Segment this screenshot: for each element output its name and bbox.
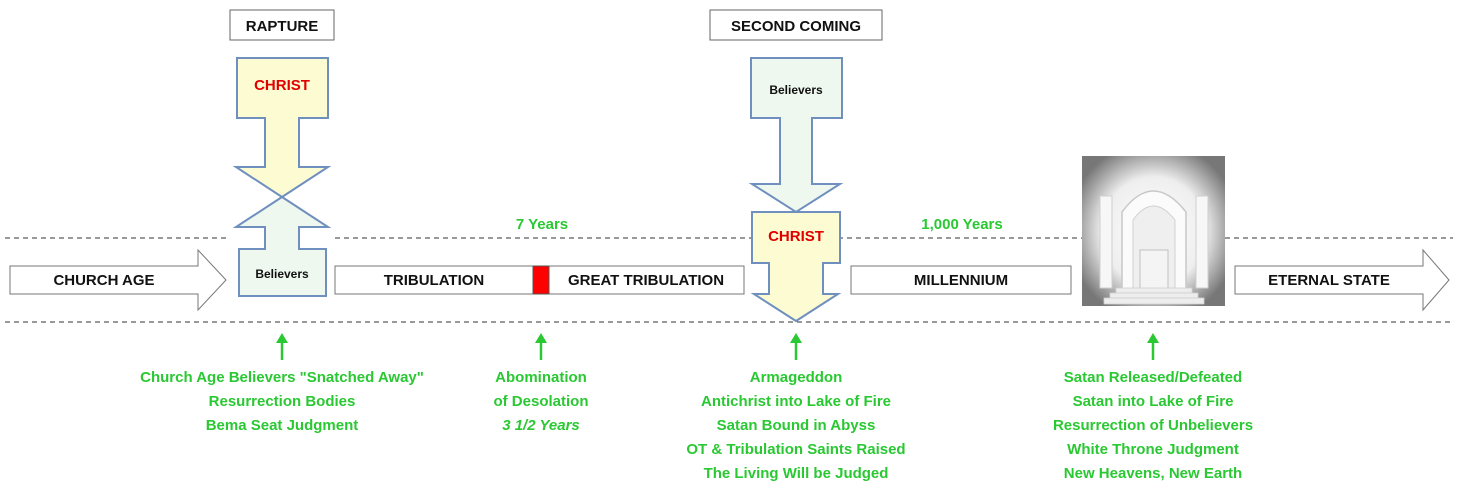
tribulation-label: TRIBULATION — [384, 272, 485, 289]
event-arrows — [276, 333, 1159, 360]
event-line: White Throne Judgment — [1067, 441, 1239, 458]
rapture-believers-arrow-icon — [232, 195, 332, 297]
church-age-label: CHURCH AGE — [53, 272, 154, 289]
event-line: OT & Tribulation Saints Raised — [686, 441, 905, 458]
millennium-label: MILLENNIUM — [914, 272, 1008, 289]
thousand-years-label: 1,000 Years — [921, 216, 1002, 233]
seven-years-label: 7 Years — [516, 216, 568, 233]
event-line: Resurrection Bodies — [209, 393, 356, 410]
event-line: The Living Will be Judged — [704, 465, 889, 482]
midpoint-events: Abomination of Desolation 3 1/2 Years — [493, 369, 588, 434]
millennium-bar: MILLENNIUM — [850, 265, 1072, 295]
event-line: 3 1/2 Years — [502, 417, 580, 434]
rapture-christ-arrow-icon — [232, 57, 332, 199]
second-coming-diagram: Believers CHRIST — [748, 57, 844, 323]
end-event-arrow-icon — [1147, 333, 1159, 360]
rapture-event-arrow-icon — [276, 333, 288, 360]
tribulation-bar: TRIBULATION GREAT TRIBULATION — [334, 265, 745, 295]
event-line: Resurrection of Unbelievers — [1053, 417, 1253, 434]
eternal-state-bar: ETERNAL STATE — [1234, 248, 1450, 312]
rapture-christ-label: CHRIST — [254, 77, 310, 94]
event-line: Antichrist into Lake of Fire — [701, 393, 891, 410]
great-tribulation-label: GREAT TRIBULATION — [568, 272, 724, 289]
second-coming-christ-arrow-icon — [750, 211, 842, 323]
second-coming-christ-label: CHRIST — [768, 228, 824, 245]
rapture-diagram: CHRIST Believers — [232, 57, 332, 297]
white-throne-icon — [1082, 156, 1225, 306]
second-coming-believers-label: Believers — [769, 83, 823, 97]
second-coming-believers-arrow-icon — [748, 57, 844, 214]
event-line: Church Age Believers "Snatched Away" — [140, 369, 424, 386]
second-coming-event-arrow-icon — [790, 333, 802, 360]
event-line: Satan Released/Defeated — [1064, 369, 1242, 386]
second-coming-header: SECOND COMING — [709, 9, 883, 41]
eternal-state-label: ETERNAL STATE — [1268, 272, 1390, 289]
event-line: Satan Bound in Abyss — [717, 417, 876, 434]
rapture-believers-label: Believers — [255, 267, 309, 281]
event-line: Abomination — [495, 369, 587, 386]
rapture-events: Church Age Believers "Snatched Away" Res… — [140, 369, 424, 434]
event-line: Satan into Lake of Fire — [1073, 393, 1234, 410]
rapture-header-text: RAPTURE — [246, 18, 319, 35]
second-coming-events: Armageddon Antichrist into Lake of Fire … — [686, 369, 905, 482]
second-coming-header-text: SECOND COMING — [731, 18, 861, 35]
event-line: Armageddon — [750, 369, 843, 386]
midpoint-event-arrow-icon — [535, 333, 547, 360]
event-line: New Heavens, New Earth — [1064, 465, 1242, 482]
church-age-bar: CHURCH AGE — [9, 248, 227, 312]
end-events: Satan Released/Defeated Satan into Lake … — [1053, 369, 1253, 482]
event-line: Bema Seat Judgment — [206, 417, 359, 434]
midpoint-marker — [532, 265, 550, 295]
rapture-header: RAPTURE — [229, 9, 335, 41]
event-line: of Desolation — [493, 393, 588, 410]
